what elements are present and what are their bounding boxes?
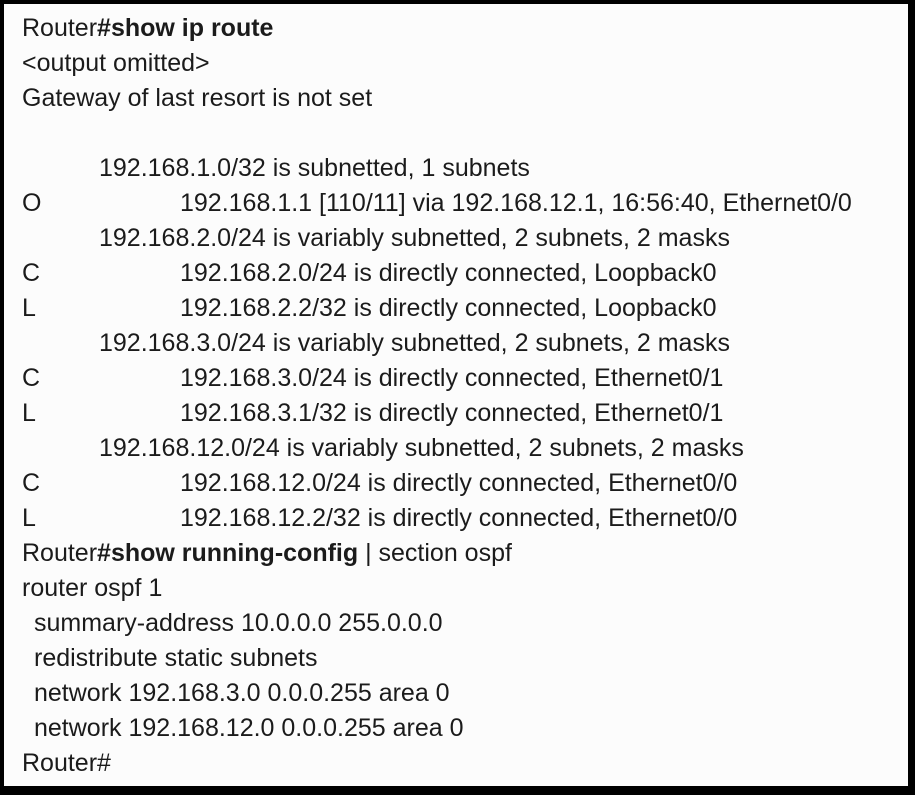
output-text: network 192.168.12.0 0.0.0.255 area 0: [34, 714, 464, 742]
output-text: 192.168.3.0/24 is variably subnetted, 2 …: [99, 329, 730, 357]
terminal-text: 192.168.2.0/24 is variably subnetted, 2 …: [22, 224, 730, 252]
output-text: 192.168.2.2/32 is directly connected, Lo…: [180, 294, 717, 322]
output-text: 192.168.2.0/24 is directly connected, Lo…: [180, 259, 717, 287]
terminal-text: 192.168.3.1/32 is directly connected, Et…: [22, 399, 723, 427]
terminal-text: 192.168.12.0/24 is directly connected, E…: [22, 469, 737, 497]
terminal-line: C 192.168.2.0/24 is directly connected, L…: [22, 256, 906, 291]
terminal-text: Router#show running-config | section osp…: [22, 539, 512, 567]
output-text: Router: [22, 14, 98, 42]
route-code: L: [22, 294, 36, 322]
command-text: #show ip route: [97, 14, 274, 42]
terminal-text: 192.168.1.1 [110/11] via 192.168.12.1, 1…: [22, 189, 852, 217]
terminal-line: L 192.168.3.1/32 is directly connected, E…: [22, 396, 906, 431]
output-text: <output omitted>: [22, 49, 210, 77]
terminal-blank-line: [22, 116, 906, 151]
terminal-text: router ospf 1: [22, 574, 162, 602]
output-text: 192.168.3.1/32 is directly connected, Et…: [180, 399, 724, 427]
terminal-line: redistribute static subnets: [22, 641, 906, 676]
output-text: summary-address 10.0.0.0 255.0.0.0: [34, 609, 443, 637]
output-text: 192.168.3.0/24 is directly connected, Et…: [180, 364, 724, 392]
terminal-line: 192.168.2.0/24 is variably subnetted, 2 …: [22, 221, 906, 256]
terminal-line: Router#: [22, 746, 906, 781]
terminal-text: Router#: [22, 749, 111, 777]
terminal-output: Router#show ip route<output omitted>Gate…: [4, 4, 908, 781]
route-code: L: [22, 504, 36, 532]
terminal-text: network 192.168.3.0 0.0.0.255 area 0: [22, 679, 450, 707]
terminal-text: <output omitted>: [22, 49, 210, 77]
route-code: C: [22, 259, 41, 287]
terminal-line: Router#show ip route: [22, 11, 906, 46]
terminal-text: 192.168.2.0/24 is directly connected, Lo…: [22, 259, 717, 287]
terminal-text: 192.168.12.0/24 is variably subnetted, 2…: [22, 434, 744, 462]
terminal-text: summary-address 10.0.0.0 255.0.0.0: [22, 609, 443, 637]
output-text: 192.168.12.0/24 is directly connected, E…: [180, 469, 738, 497]
terminal-line: Gateway of last resort is not set: [22, 81, 906, 116]
output-text: Router: [22, 539, 98, 567]
terminal-text: Router#show ip route: [22, 14, 273, 42]
terminal-line: C 192.168.12.0/24 is directly connected, …: [22, 466, 906, 501]
terminal-text: 192.168.2.2/32 is directly connected, Lo…: [22, 294, 717, 322]
route-code: L: [22, 399, 36, 427]
output-text: redistribute static subnets: [34, 644, 318, 672]
terminal-line: L 192.168.12.2/32 is directly connected, …: [22, 501, 906, 536]
output-text: 192.168.2.0/24 is variably subnetted, 2 …: [99, 224, 730, 252]
terminal-line: L 192.168.2.2/32 is directly connected, L…: [22, 291, 906, 326]
output-text: 192.168.1.1 [110/11] via 192.168.12.1, 1…: [180, 189, 852, 217]
output-text: Router#: [22, 749, 111, 777]
route-code: C: [22, 364, 41, 392]
route-code: O: [22, 189, 42, 217]
terminal-line: O 192.168.1.1 [110/11] via 192.168.12.1, …: [22, 186, 906, 221]
terminal-text: 192.168.12.2/32 is directly connected, E…: [22, 504, 737, 532]
terminal-text: network 192.168.12.0 0.0.0.255 area 0: [22, 714, 464, 742]
terminal-text: 192.168.3.0/24 is directly connected, Et…: [22, 364, 723, 392]
output-text: network 192.168.3.0 0.0.0.255 area 0: [34, 679, 450, 707]
terminal-line: network 192.168.12.0 0.0.0.255 area 0: [22, 711, 906, 746]
output-text: Gateway of last resort is not set: [22, 84, 373, 112]
output-text: 192.168.12.0/24 is variably subnetted, 2…: [99, 434, 744, 462]
terminal-text: redistribute static subnets: [22, 644, 317, 672]
output-text: | section ospf: [358, 539, 512, 567]
terminal-line: 192.168.1.0/32 is subnetted, 1 subnets: [22, 151, 906, 186]
terminal-text: 192.168.1.0/32 is subnetted, 1 subnets: [22, 154, 530, 182]
terminal-line: 192.168.3.0/24 is variably subnetted, 2 …: [22, 326, 906, 361]
output-text: 192.168.1.0/32 is subnetted, 1 subnets: [99, 154, 530, 182]
terminal-line: <output omitted>: [22, 46, 906, 81]
command-text: #show running-config: [97, 539, 359, 567]
terminal-text: Gateway of last resort is not set: [22, 84, 372, 112]
output-text: 192.168.12.2/32 is directly connected, E…: [180, 504, 738, 532]
terminal-text: [22, 119, 29, 147]
terminal-line: router ospf 1: [22, 571, 906, 606]
terminal-text: 192.168.3.0/24 is variably subnetted, 2 …: [22, 329, 730, 357]
terminal-line: C 192.168.3.0/24 is directly connected, E…: [22, 361, 906, 396]
terminal-line: 192.168.12.0/24 is variably subnetted, 2…: [22, 431, 906, 466]
terminal-line: Router#show running-config | section osp…: [22, 536, 906, 571]
route-code: C: [22, 469, 41, 497]
terminal-line: summary-address 10.0.0.0 255.0.0.0: [22, 606, 906, 641]
output-text: router ospf 1: [22, 574, 163, 602]
terminal-line: network 192.168.3.0 0.0.0.255 area 0: [22, 676, 906, 711]
